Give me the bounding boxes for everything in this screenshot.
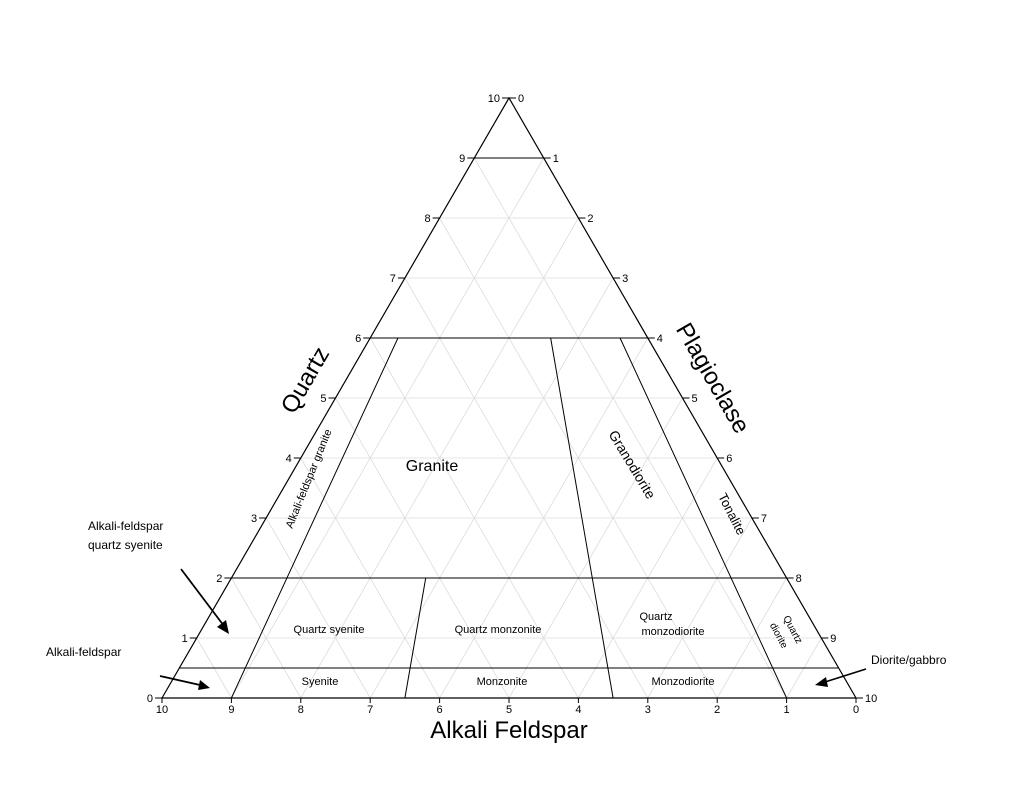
tick-label-right: 1	[553, 153, 559, 165]
tick-label-left: 4	[286, 453, 292, 465]
quartz-monzonite-label: Quartz monzonite	[455, 624, 542, 636]
tick-label-bottom: 3	[645, 704, 651, 716]
tick-label-right: 6	[726, 453, 732, 465]
monzonite-label: Monzonite	[477, 676, 528, 688]
tick-label-bottom: 9	[228, 704, 234, 716]
granite-label: Granite	[406, 458, 459, 475]
tick-label-right: 8	[796, 573, 802, 585]
arrow-afqs	[180, 568, 229, 634]
quartz-monzodiorite-label-line1: Quartz	[639, 611, 672, 623]
grid-line-alkali	[404, 277, 649, 699]
grid-line-alkali	[265, 517, 371, 699]
tick-label-left: 1	[182, 633, 188, 645]
alkali-feldspar-axis-title: Alkali Feldspar	[430, 717, 587, 744]
tick-label-bottom: 10	[156, 704, 168, 716]
arrow-alkali-feldspar	[159, 675, 210, 690]
tick-label-left: 0	[147, 693, 153, 705]
boundary-p10	[230, 337, 399, 699]
tick-label-bottom: 0	[853, 704, 859, 716]
tick-label-bottom: 4	[575, 704, 581, 716]
tick-label-right: 0	[518, 93, 524, 105]
monzodiorite-label: Monzodiorite	[652, 676, 715, 688]
tick-label-bottom: 8	[298, 704, 304, 716]
afqs-note-line1: Alkali-feldspar	[88, 519, 163, 533]
grid-line-alkali	[473, 157, 787, 699]
tick-label-right: 3	[622, 273, 628, 285]
tick-label-left: 10	[488, 93, 500, 105]
tick-label-right: 9	[830, 633, 836, 645]
afqs-note-line2: quartz syenite	[88, 538, 163, 552]
boundary-p90	[619, 337, 788, 699]
granodiorite-label: Granodiorite	[606, 427, 660, 501]
tick-label-right: 5	[692, 393, 698, 405]
tick-label-left: 2	[216, 573, 222, 585]
quartz-axis-title: Quartz	[276, 342, 335, 418]
tick-label-bottom: 5	[506, 704, 512, 716]
classification-boundaries	[179, 157, 839, 699]
tick-label-left: 5	[320, 393, 326, 405]
diorite-gabbro-note: Diorite/gabbro	[871, 653, 947, 667]
boundary-p65	[550, 337, 614, 699]
boundary-p35	[404, 577, 427, 699]
grid-line-alkali	[335, 397, 510, 699]
tick-label-right: 10	[865, 693, 877, 705]
alkali-feldspar-note: Alkali-feldspar	[46, 645, 121, 659]
tick-label-right: 4	[657, 333, 663, 345]
grid-line-plagioclase	[369, 277, 614, 699]
tick-label-bottom: 7	[367, 704, 373, 716]
quartz-monzodiorite-label-line2: monzodiorite	[642, 626, 705, 638]
arrow-diorite-gabbro	[815, 668, 867, 687]
tick-label-bottom: 2	[714, 704, 720, 716]
tick-label-right: 7	[761, 513, 767, 525]
tick-label-left: 8	[424, 213, 430, 225]
tick-label-bottom: 6	[437, 704, 443, 716]
quartz-syenite-label: Quartz syenite	[294, 624, 365, 636]
grid-line-alkali	[231, 577, 302, 699]
grid-line-plagioclase	[231, 157, 545, 699]
tonalite-label: Tonalite	[715, 491, 749, 538]
tick-label-right: 2	[587, 213, 593, 225]
grid-line-plagioclase	[716, 577, 787, 699]
grid-line-plagioclase	[508, 397, 683, 699]
grid-line-plagioclase	[647, 517, 753, 699]
tick-label-bottom: 1	[784, 704, 790, 716]
tick-label-left: 9	[459, 153, 465, 165]
tick-label-left: 7	[390, 273, 396, 285]
tick-label-left: 3	[251, 513, 257, 525]
tick-label-left: 6	[355, 333, 361, 345]
syenite-label: Syenite	[302, 676, 339, 688]
plagioclase-axis-title: Plagioclase	[670, 318, 755, 438]
